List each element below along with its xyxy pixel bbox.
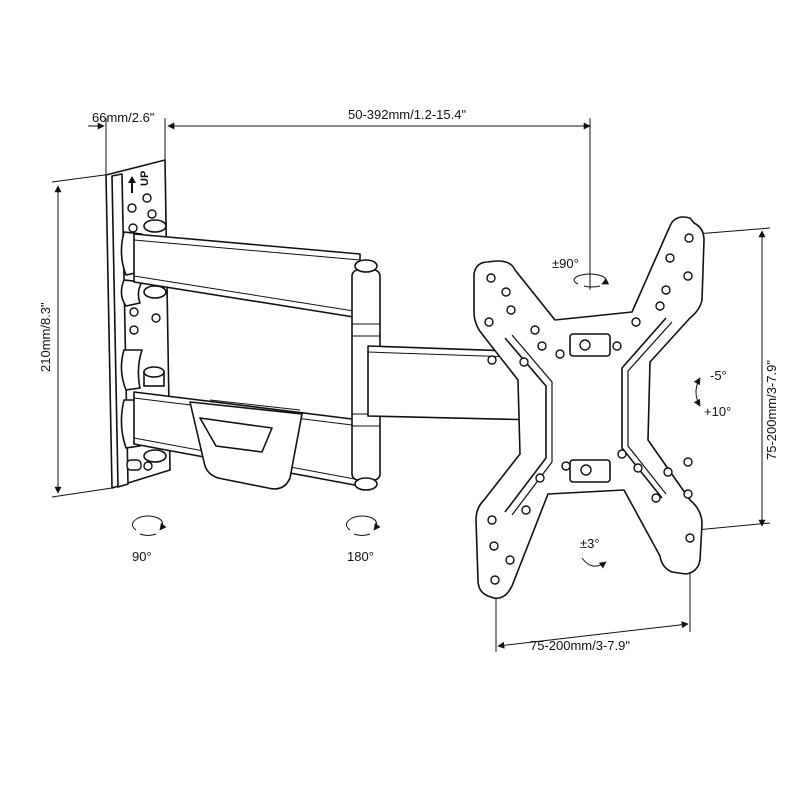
swivel-vertical-indicator: [573, 273, 610, 288]
pivot-cap: [143, 449, 167, 463]
wall-pivot-indicator: [132, 515, 167, 536]
wall-pivot-label: 90°: [132, 549, 152, 564]
wall-bracket: [120, 349, 143, 391]
mounting-hole: [128, 223, 138, 233]
pivot-cap: [143, 366, 165, 378]
up-arrow-icon: [128, 176, 136, 193]
rotation-indicator: [581, 557, 607, 569]
vesa-holes: [484, 233, 695, 585]
mounting-hole: [147, 209, 157, 219]
wall-bracket: [120, 279, 143, 307]
pivot-cap: [143, 285, 167, 299]
vesa-vertical-label: 75-200mm/3-7.9": [764, 360, 779, 460]
rotation-label: ±3°: [580, 536, 600, 551]
mounting-slot: [126, 459, 142, 471]
extension-line: [51, 487, 113, 498]
hinge-cap: [354, 259, 378, 273]
pivot-cap: [143, 219, 167, 233]
mounting-hole: [129, 325, 139, 335]
hinge-post: [351, 259, 381, 491]
tilt-indicator: [693, 377, 701, 407]
bolt-icon: [580, 464, 592, 476]
extension-line: [695, 227, 771, 235]
vesa-horizontal-label: 75-200mm/3-7.9": [530, 638, 630, 653]
mounting-hole: [127, 203, 137, 213]
tilt-up-label: -5°: [710, 368, 727, 383]
mounting-hole: [151, 313, 161, 323]
arm-pivot-label: 180°: [347, 549, 374, 564]
wall-plate-depth-label: 66mm/2.6": [92, 110, 155, 125]
arm-pivot-indicator: [346, 515, 381, 536]
tilt-down-label: +10°: [704, 404, 731, 419]
cable-clip: [189, 399, 303, 490]
wall-plate-height-label: 210mm/8.3": [38, 302, 53, 372]
extension-line: [695, 522, 771, 531]
dimension-lines: [51, 118, 771, 652]
swivel-vertical-label: ±90°: [552, 256, 579, 271]
wall-plate-up-label: UP: [139, 171, 151, 186]
mounting-hole: [129, 307, 139, 317]
arm-extension-label: 50-392mm/1.2-15.4": [348, 107, 466, 122]
extension-line: [51, 173, 113, 183]
mounting-hole: [142, 193, 152, 203]
mounting-hole: [143, 461, 153, 471]
hinge-cap: [354, 477, 378, 491]
dimension-arrow: [497, 621, 689, 649]
bolt-icon: [579, 339, 591, 351]
